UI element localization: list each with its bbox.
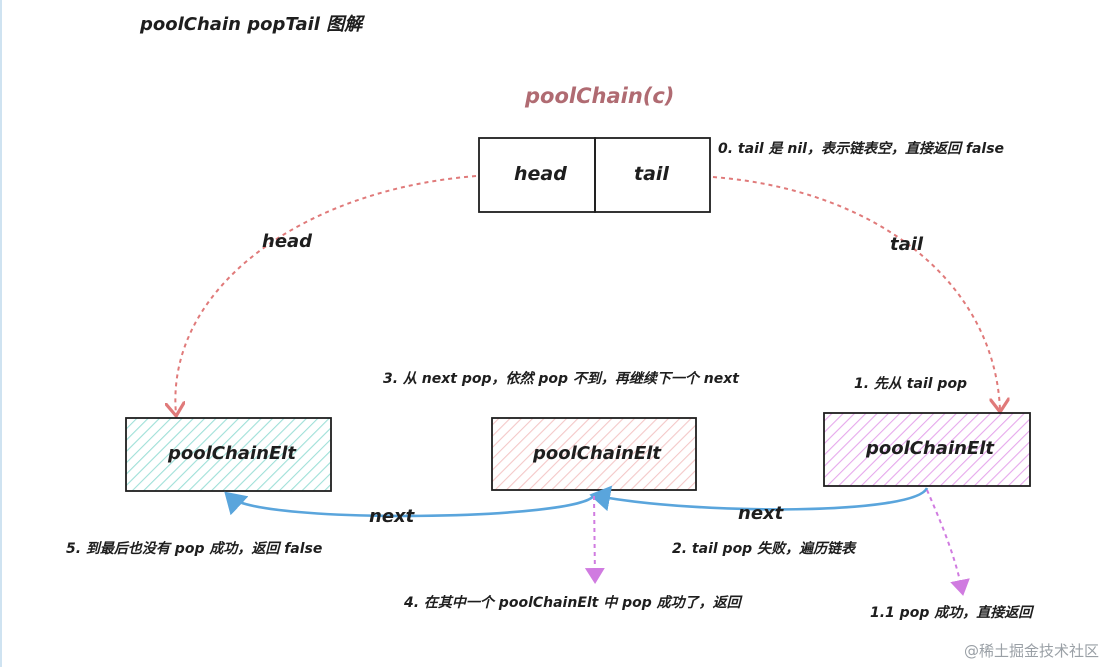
next-edge-left-label: next xyxy=(369,506,415,527)
node-right xyxy=(823,412,1031,487)
node-middle-label: poolChainElt xyxy=(533,443,662,464)
note-step0: 0. tail 是 nil，表示链表空，直接返回 false xyxy=(718,141,1005,157)
diagram-title: poolChain popTail 图解 xyxy=(140,14,363,35)
tail-cell-label: tail xyxy=(634,163,669,185)
note-step1-1: 1.1 pop 成功，直接返回 xyxy=(870,605,1033,621)
note-step5: 5. 到最后也没有 pop 成功，返回 false xyxy=(66,541,323,557)
note-step2: 2. tail pop 失败，遍历链表 xyxy=(672,541,856,557)
tail-cell-box xyxy=(594,137,711,213)
tail-pointer-arrow xyxy=(712,176,1000,410)
node-left-label: poolChainElt xyxy=(168,443,297,464)
note-step1: 1. 先从 tail pop xyxy=(854,376,968,392)
next-edge-left xyxy=(224,491,596,518)
poolchain-label: poolChain(c) xyxy=(525,84,675,108)
node-left xyxy=(125,417,332,492)
node-middle xyxy=(491,417,697,491)
head-edge-label: head xyxy=(262,231,313,252)
next-edge-right xyxy=(589,485,929,512)
next-edge-right-label: next xyxy=(738,503,784,524)
pop-success-arrow-middle xyxy=(584,495,605,584)
watermark: @稀土掘金技术社区 xyxy=(963,642,1099,660)
node-right-label: poolChainElt xyxy=(866,438,995,459)
tail-edge-label: tail xyxy=(890,234,924,255)
note-step4: 4. 在其中一个 poolChainElt 中 pop 成功了，返回 xyxy=(404,595,741,611)
poolchain-struct-box xyxy=(478,137,711,213)
note-step3: 3. 从 next pop，依然 pop 不到，再继续下一个 next xyxy=(383,371,739,387)
page-left-border xyxy=(0,0,2,667)
pop-success-arrow-right xyxy=(926,489,970,596)
head-cell-label: head xyxy=(514,163,567,185)
